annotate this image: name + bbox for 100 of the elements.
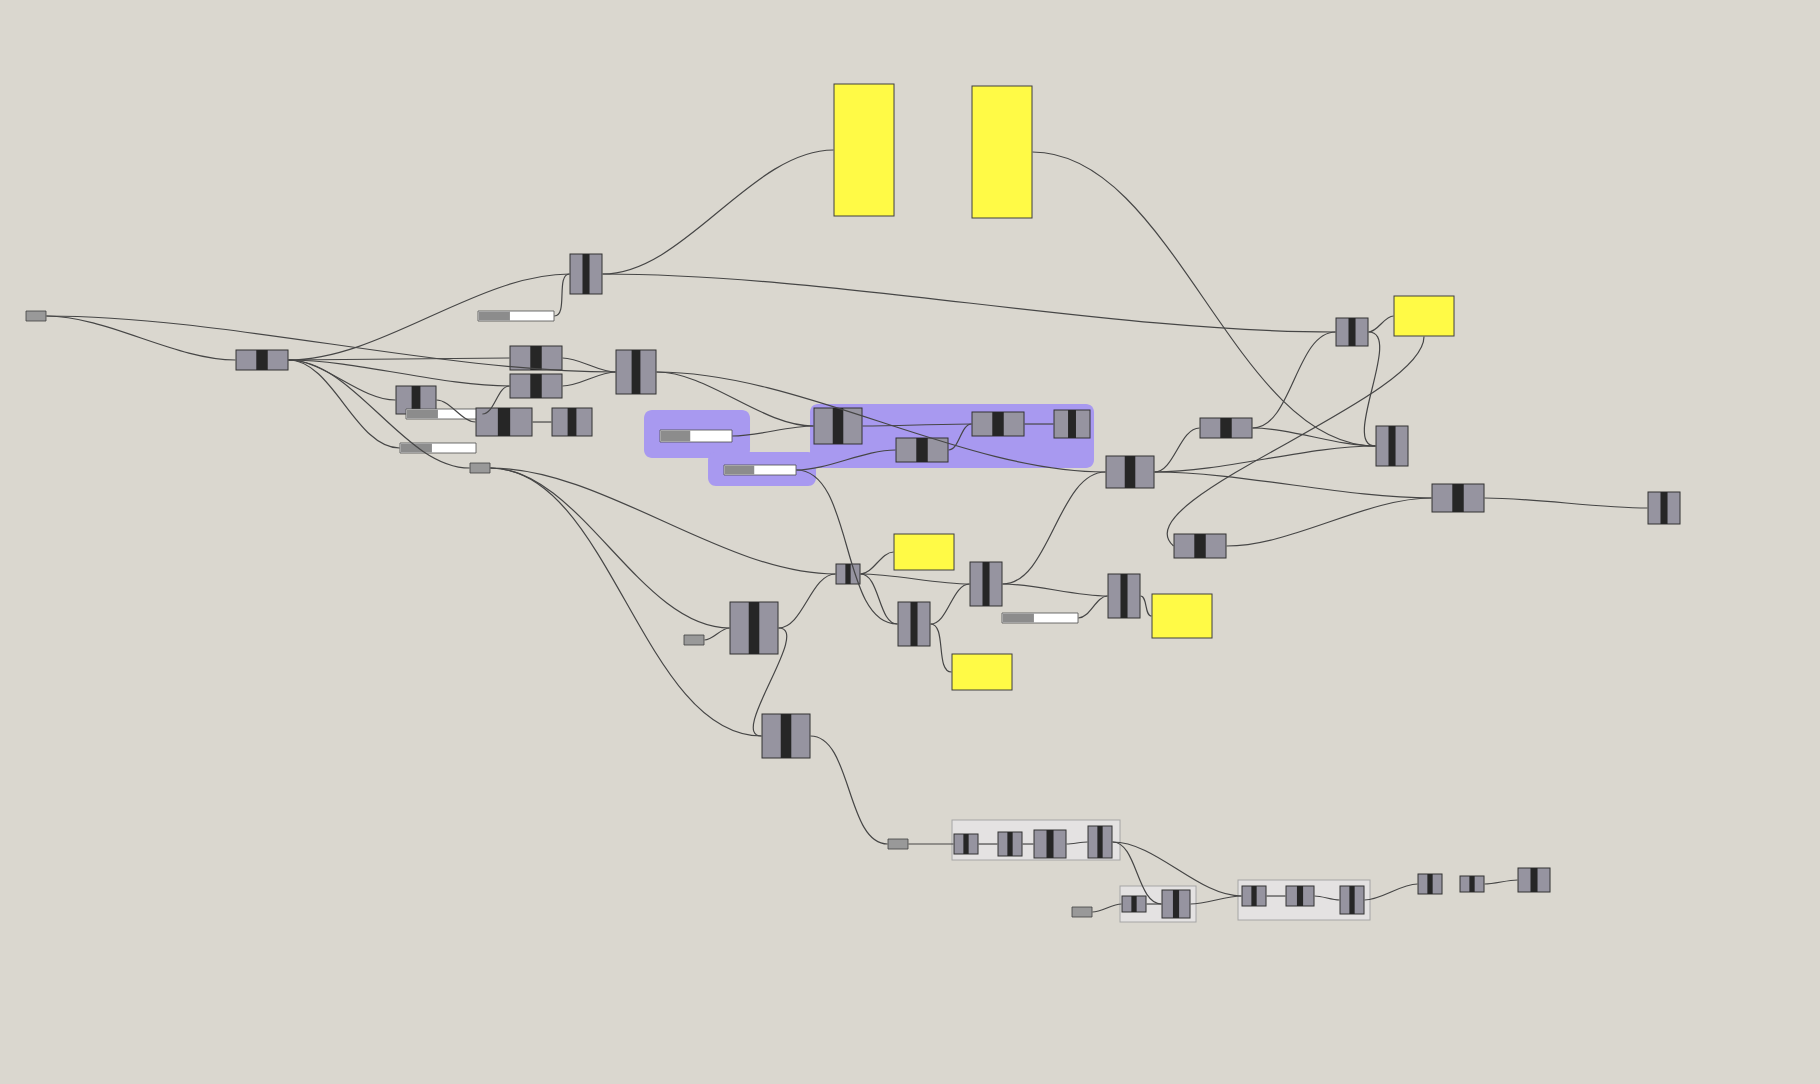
connector-wire xyxy=(977,843,999,845)
connector-wire xyxy=(1483,497,1649,509)
connector-wire xyxy=(795,449,897,471)
panel-box xyxy=(893,533,955,571)
connector-wire xyxy=(795,469,899,625)
connector-wire xyxy=(481,385,511,415)
component-box xyxy=(969,561,1003,607)
connector-wire xyxy=(1265,895,1287,897)
component-box xyxy=(569,253,603,295)
component-box xyxy=(551,407,593,437)
connector-wire xyxy=(929,623,953,673)
slider-bar xyxy=(723,464,797,476)
component-box xyxy=(1339,885,1365,915)
connector-wire xyxy=(1189,895,1243,905)
component-box xyxy=(897,601,931,647)
connector-wire xyxy=(1001,583,1109,597)
component-box xyxy=(475,407,533,437)
connector-wire xyxy=(1166,335,1425,547)
parameter-box xyxy=(469,462,491,474)
component-box xyxy=(953,833,979,855)
connector-wire xyxy=(777,573,837,629)
component-box xyxy=(1161,889,1191,919)
component-box xyxy=(1285,885,1315,907)
component-box xyxy=(761,713,811,759)
component-box xyxy=(509,345,563,371)
component-box xyxy=(895,437,949,463)
connector-wire xyxy=(1021,843,1035,845)
component-box xyxy=(235,349,289,371)
connector-wire xyxy=(859,573,899,625)
component-box xyxy=(971,411,1025,437)
connector-wire xyxy=(1153,427,1201,473)
connector-wire xyxy=(859,551,895,575)
connector-wire xyxy=(489,467,837,575)
connector-wire xyxy=(435,399,477,423)
panel-box xyxy=(833,83,895,217)
parameter-box xyxy=(1071,906,1093,918)
component-box xyxy=(1087,825,1113,859)
connector-wire xyxy=(561,357,617,373)
connector-wire xyxy=(601,273,1337,333)
component-box xyxy=(615,349,657,395)
connector-wire xyxy=(1363,883,1419,901)
component-box xyxy=(1335,317,1369,347)
parameter-box xyxy=(683,634,705,646)
connector-wire xyxy=(752,627,788,737)
connector-wire xyxy=(1111,841,1163,905)
connector-wire xyxy=(1313,895,1341,901)
panel-box xyxy=(951,653,1013,691)
connector-wire xyxy=(1363,331,1381,447)
connector-wire xyxy=(1251,331,1337,429)
connector-wire xyxy=(1077,595,1109,619)
connector-wire xyxy=(1225,497,1433,547)
component-box xyxy=(1199,417,1253,439)
connector-wire xyxy=(809,735,889,845)
panel-box xyxy=(971,85,1033,219)
connector-wire xyxy=(489,467,763,737)
connector-wire xyxy=(287,359,511,387)
connector-wire xyxy=(553,273,571,317)
component-box xyxy=(1107,573,1141,619)
component-box xyxy=(1241,885,1267,907)
component-box xyxy=(813,407,863,445)
connector-wire xyxy=(861,423,973,427)
slider-bar xyxy=(1001,612,1079,624)
connector-wire xyxy=(1001,471,1107,585)
component-box xyxy=(1517,867,1551,893)
component-box xyxy=(1459,875,1485,893)
component-box xyxy=(835,563,861,585)
connector-wire xyxy=(929,583,971,625)
component-box xyxy=(1647,491,1681,525)
connector-wire xyxy=(731,425,815,437)
connector-wire xyxy=(859,573,971,585)
panel-box xyxy=(1151,593,1213,639)
connector-wire xyxy=(947,423,973,451)
connector-wire xyxy=(1367,315,1395,333)
component-box xyxy=(1431,483,1485,513)
component-box xyxy=(1375,425,1409,467)
connector-wire xyxy=(531,421,553,423)
slider-bar xyxy=(659,429,733,443)
connector-wire xyxy=(1065,841,1089,845)
connector-wire xyxy=(1111,841,1243,897)
connector-wire xyxy=(655,371,1107,473)
connector-wire xyxy=(1483,879,1519,885)
parameter-box xyxy=(887,838,909,850)
slider-bar xyxy=(399,442,477,454)
connector-wire xyxy=(1145,903,1163,905)
component-box xyxy=(729,601,779,655)
component-box xyxy=(1105,455,1155,489)
connector-wire xyxy=(1031,151,1377,447)
connector-wire xyxy=(287,359,471,469)
component-box xyxy=(1173,533,1227,559)
connector-wire xyxy=(703,627,731,641)
component-box xyxy=(1121,895,1147,913)
connector-wire xyxy=(1139,595,1153,617)
connector-wire xyxy=(907,843,955,845)
component-box xyxy=(1053,409,1091,439)
panel-box xyxy=(1393,295,1455,337)
connector-wire xyxy=(1023,423,1055,425)
connector-wire xyxy=(1251,427,1377,447)
component-box xyxy=(997,831,1023,857)
component-box xyxy=(1033,829,1067,859)
parameter-box xyxy=(25,310,47,322)
